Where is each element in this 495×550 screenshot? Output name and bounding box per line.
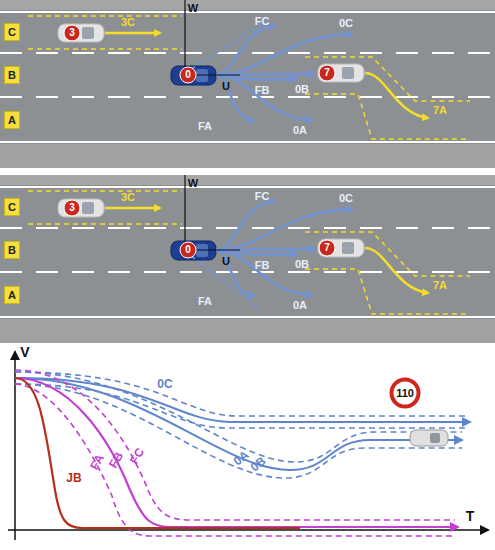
trajectory-label: 0A xyxy=(293,125,307,136)
trajectory-label: 0A xyxy=(293,300,307,311)
axis-label: W xyxy=(188,3,198,14)
trajectory-label: 0C xyxy=(339,193,353,204)
curve-label: FC xyxy=(128,446,146,466)
speed-profile xyxy=(15,378,462,470)
lane-label: C xyxy=(4,198,20,216)
road-panel xyxy=(0,175,495,343)
lane-letter: C xyxy=(8,27,16,38)
circle-outline xyxy=(180,242,196,258)
callout-number: 3 xyxy=(69,203,75,213)
speed-limit-sign: 110 xyxy=(389,377,421,409)
speed-profile xyxy=(15,378,300,528)
circle-outline xyxy=(180,67,196,83)
callout-number: 0 xyxy=(185,245,191,255)
axis-label: U xyxy=(222,81,230,92)
car-window xyxy=(430,433,440,443)
trajectory-label: FC xyxy=(255,16,270,27)
lane-letter: A xyxy=(8,290,16,301)
speed-profile xyxy=(15,378,458,527)
trajectory-label: 0C xyxy=(339,18,353,29)
axis-label: W xyxy=(188,178,198,189)
car-icon xyxy=(410,430,448,446)
vehicle-badge: 3 xyxy=(63,24,81,42)
trajectory-bound xyxy=(190,20,268,70)
vehicle-badge: 3 xyxy=(63,199,81,217)
t-axis xyxy=(8,529,488,531)
lane-letter: B xyxy=(8,70,16,81)
vehicle-badge: 0 xyxy=(179,241,197,259)
callout-number: 7 xyxy=(324,243,330,253)
trajectory-label: FA xyxy=(198,121,212,132)
trajectory-label: 7A xyxy=(433,280,447,291)
vehicle-badge: 7 xyxy=(318,239,336,257)
curve-label: FA xyxy=(88,452,106,471)
circle-outline xyxy=(319,240,335,256)
axis-label: U xyxy=(222,256,230,267)
lane-letter: C xyxy=(8,202,16,213)
vehicle-badge: 7 xyxy=(318,64,336,82)
lane-label: A xyxy=(4,286,20,304)
curve-label: FB xyxy=(107,450,125,470)
speed-bound xyxy=(15,372,468,416)
trajectory-bound xyxy=(190,255,262,311)
trajectory-label: FA xyxy=(198,296,212,307)
trajectory-label: FC xyxy=(255,191,270,202)
circle-outline xyxy=(319,65,335,81)
trajectory-label: 3C xyxy=(121,17,135,28)
lane-label: B xyxy=(4,241,20,259)
axis-label: V xyxy=(20,345,29,359)
callout-number: 3 xyxy=(69,28,75,38)
speed-value: 110 xyxy=(396,388,414,399)
circle-outline xyxy=(64,25,80,41)
callout-number: 7 xyxy=(324,68,330,78)
trajectory-label: FB xyxy=(255,85,270,96)
vehicle-badge: 0 xyxy=(179,66,197,84)
lane-letter: B xyxy=(8,245,16,256)
speed-bound xyxy=(15,384,455,536)
speed-profile xyxy=(15,378,470,422)
curve-label: JB xyxy=(66,472,81,484)
callout-number: 0 xyxy=(185,70,191,80)
curve-label: 0B xyxy=(248,455,267,474)
speed-bound xyxy=(15,372,462,462)
lane-letter: A xyxy=(8,115,16,126)
trajectory-label: 3C xyxy=(121,192,135,203)
road-panel xyxy=(0,0,495,168)
lane-label: A xyxy=(4,111,20,129)
curve-label: 0C xyxy=(157,378,172,390)
trajectory-label: FB xyxy=(255,260,270,271)
speed-profiles xyxy=(15,370,470,536)
lane-label: B xyxy=(4,66,20,84)
lane-label: C xyxy=(4,23,20,41)
circle-outline xyxy=(64,200,80,216)
circle-outline xyxy=(392,380,419,407)
v-axis xyxy=(14,352,16,540)
trajectory-label: 0B xyxy=(295,84,309,95)
axis-label: T xyxy=(466,509,475,523)
speed-bound xyxy=(15,370,455,520)
trajectory-label: 7A xyxy=(433,105,447,116)
trajectory-label: 0B xyxy=(295,259,309,270)
